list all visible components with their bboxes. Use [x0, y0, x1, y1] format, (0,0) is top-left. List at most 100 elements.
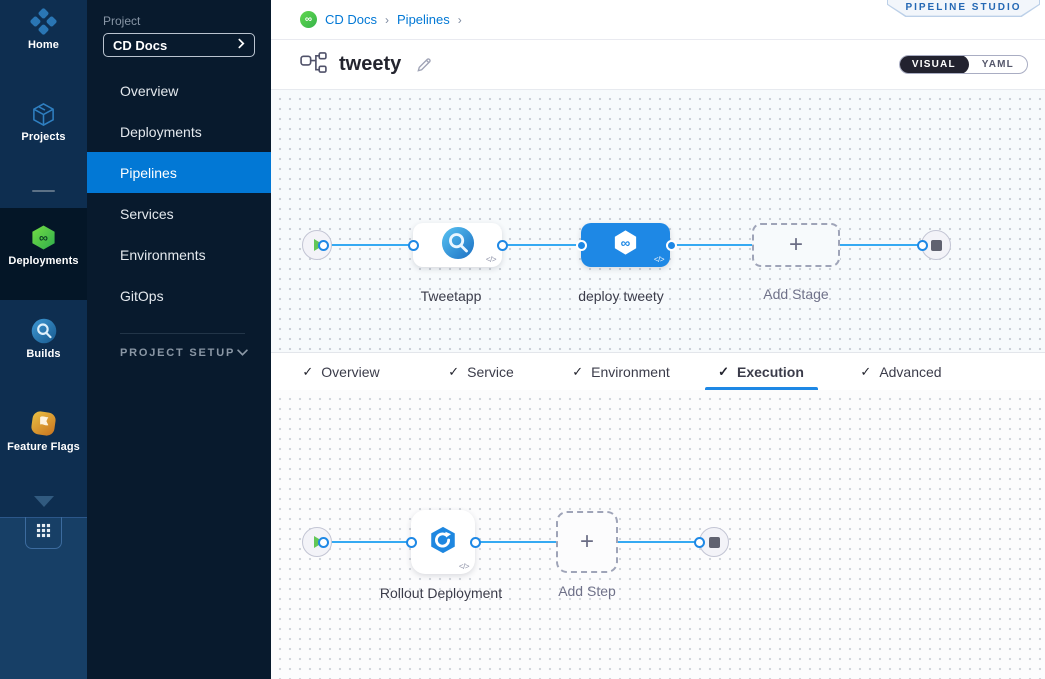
rail-divider-handle — [32, 190, 55, 192]
rail-item-label: Deployments — [0, 255, 87, 267]
pipeline-studio-badge: PIPELINE STUDIO — [887, 0, 1040, 17]
tab-label: Overview — [321, 364, 379, 380]
code-glyph: </> — [654, 255, 664, 264]
execution-canvas[interactable]: </> + Rollout Deployment Add Step — [271, 390, 1045, 679]
rail-item-feature-flags[interactable]: Feature Flags — [0, 410, 87, 453]
stop-icon — [709, 537, 720, 548]
sidebar-item-environments[interactable]: Environments — [87, 234, 271, 275]
connector-port — [406, 537, 417, 548]
step-node-rollout-deployment[interactable]: </> — [411, 510, 475, 574]
deployments-hexagon-icon: ∞ — [0, 224, 87, 251]
tab-service[interactable]: ✓ Service — [411, 353, 551, 390]
pipeline-graph-icon — [300, 52, 327, 78]
grid-icon — [36, 523, 51, 543]
sidebar-divider — [120, 333, 245, 334]
project-section-label: Project — [103, 14, 140, 28]
rollout-deployment-icon — [427, 524, 459, 561]
all-modules-button[interactable] — [25, 517, 62, 549]
check-icon: ✓ — [448, 364, 459, 380]
tab-advanced[interactable]: ✓ Advanced — [831, 353, 971, 390]
breadcrumb-pipelines-link[interactable]: Pipelines — [397, 12, 450, 27]
breadcrumb-project-link[interactable]: CD Docs — [325, 12, 377, 27]
sidebar-item-gitops[interactable]: GitOps — [87, 275, 271, 316]
plus-icon: + — [580, 528, 594, 556]
rail-item-projects[interactable]: Projects — [0, 102, 87, 143]
stage-node-deploy-tweety[interactable]: ∞ </> — [581, 223, 670, 267]
tab-execution[interactable]: ✓ Execution — [691, 353, 831, 390]
connector-port — [497, 240, 508, 251]
sidebar-item-services[interactable]: Services — [87, 193, 271, 234]
pipeline-name: tweety — [339, 53, 401, 76]
deploy-stage-icon: ∞ — [611, 228, 640, 262]
code-glyph: </> — [459, 562, 469, 571]
project-selector[interactable]: CD Docs — [103, 33, 255, 57]
rail-item-label: Projects — [0, 131, 87, 143]
rail-item-label: Home — [0, 39, 87, 51]
breadcrumb-separator: › — [458, 13, 462, 27]
connector-port — [694, 537, 705, 548]
chevron-right-icon — [238, 36, 245, 54]
pipeline-title-bar: tweety VISUAL YAML — [271, 40, 1045, 90]
project-setup-label: PROJECT SETUP — [120, 347, 235, 359]
project-sidebar: Project CD Docs Overview Deployments Pip… — [87, 0, 271, 679]
check-icon: ✓ — [718, 364, 729, 380]
stop-icon — [931, 240, 942, 251]
rail-item-label: Feature Flags — [0, 441, 87, 453]
check-icon: ✓ — [302, 364, 313, 380]
connector-port — [470, 537, 481, 548]
stage-config-tabs: ✓ Overview ✓ Service ✓ Environment ✓ Exe… — [271, 352, 1045, 390]
connector-port — [917, 240, 928, 251]
edit-pencil-icon[interactable] — [415, 55, 434, 74]
module-rail: Home Projects ∞ Deployments Builds — [0, 0, 87, 679]
plus-icon: + — [789, 231, 803, 259]
stage-canvas[interactable]: </> ∞ </> + Tweetapp deploy tweety — [271, 90, 1045, 352]
feature-flags-icon — [0, 410, 87, 437]
tab-label: Execution — [737, 364, 804, 380]
tab-overview[interactable]: ✓ Overview — [271, 353, 411, 390]
project-setup-toggle[interactable]: PROJECT SETUP — [120, 347, 248, 359]
stage-label: Tweetapp — [381, 286, 521, 307]
project-selector-value: CD Docs — [113, 38, 167, 53]
collapse-modules-chevron[interactable] — [34, 496, 54, 507]
rail-item-deployments[interactable]: ∞ Deployments — [0, 224, 87, 267]
svg-text:∞: ∞ — [39, 231, 48, 245]
stage-label: deploy tweety — [551, 286, 691, 307]
custom-stage-icon — [441, 226, 475, 265]
add-stage-label: Add Stage — [726, 284, 866, 305]
tab-label: Service — [467, 364, 514, 380]
check-icon: ✓ — [860, 364, 871, 380]
project-menu: Overview Deployments Pipelines Services … — [87, 70, 271, 316]
connector-line — [317, 541, 714, 543]
breadcrumb-separator: › — [385, 13, 389, 27]
add-stage-button[interactable]: + — [752, 223, 840, 267]
projects-cube-icon — [0, 102, 87, 127]
rail-item-label: Builds — [0, 348, 87, 360]
main-content: ∞ CD Docs › Pipelines › PIPELINE STUDIO … — [271, 0, 1045, 679]
cd-module-icon: ∞ — [300, 11, 317, 28]
connector-port — [318, 240, 329, 251]
toggle-visual[interactable]: VISUAL — [899, 55, 969, 74]
tab-environment[interactable]: ✓ Environment — [551, 353, 691, 390]
toggle-yaml[interactable]: YAML — [969, 55, 1027, 74]
sidebar-item-deployments[interactable]: Deployments — [87, 111, 271, 152]
check-icon: ✓ — [572, 364, 583, 380]
svg-text:∞: ∞ — [621, 235, 631, 250]
add-step-button[interactable]: + — [556, 511, 618, 573]
rail-item-home[interactable]: Home — [0, 8, 87, 51]
add-step-label: Add Step — [517, 581, 657, 602]
connector-port — [318, 537, 329, 548]
connector-port — [408, 240, 419, 251]
builds-icon — [0, 318, 87, 344]
code-glyph: </> — [486, 255, 496, 264]
pipeline-studio-badge-label: PIPELINE STUDIO — [888, 0, 1039, 16]
sidebar-item-pipelines[interactable]: Pipelines — [87, 152, 271, 193]
tab-label: Environment — [591, 364, 670, 380]
visual-yaml-toggle: VISUAL YAML — [899, 55, 1028, 74]
rail-item-builds[interactable]: Builds — [0, 318, 87, 360]
connector-port — [576, 240, 587, 251]
stage-node-tweetapp[interactable]: </> — [413, 223, 502, 267]
home-icon — [0, 8, 87, 35]
step-label: Rollout Deployment — [371, 583, 511, 604]
sidebar-item-overview[interactable]: Overview — [87, 70, 271, 111]
